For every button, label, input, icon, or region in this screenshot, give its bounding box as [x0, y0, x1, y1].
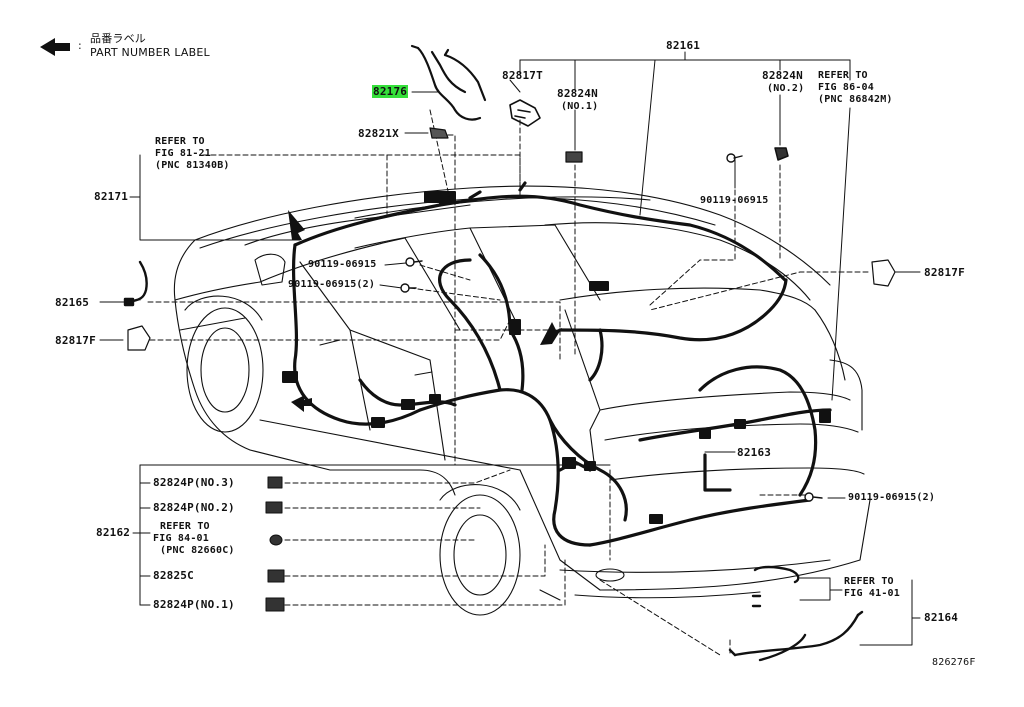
part-82164-label[interactable]: 82164 [924, 611, 959, 624]
vehicle-outline-icon [173, 185, 871, 616]
clip-82817f-right-icon [871, 259, 896, 287]
bolt-90119-rear-label[interactable]: 90119-06915(2) [848, 492, 936, 503]
part-82824n-no1-qualifier: (NO.1) [561, 101, 599, 112]
harness-82164-icon [728, 565, 864, 662]
bolt-90119-upper-label[interactable]: 90119-06915 [700, 195, 769, 206]
bolt-icon [400, 153, 823, 502]
part-82176-label[interactable]: 82176 [372, 85, 409, 98]
harness-82176-icon [410, 44, 487, 121]
refer-8121-line1: REFER TO [155, 136, 205, 147]
part-82171-label[interactable]: 82171 [94, 190, 129, 203]
clip-82817f-left-icon [127, 325, 151, 351]
refer-8401-line1: REFER TO [160, 521, 210, 532]
part-82161-label[interactable]: 82161 [666, 39, 701, 52]
part-82817f-right-label[interactable]: 82817F [924, 266, 965, 279]
part-82825c-label[interactable]: 82825C [153, 569, 194, 582]
refer-4101-line1: REFER TO [844, 576, 894, 587]
part-82824n-no1-label[interactable]: 82824N [557, 87, 598, 100]
part-82821x-label[interactable]: 82821X [358, 127, 399, 140]
part-82163-label[interactable]: 82163 [737, 446, 772, 459]
part-82165-label[interactable]: 82165 [55, 296, 90, 309]
part-82824p-no1-label[interactable]: 82824P(NO.1) [153, 598, 235, 611]
part-82162-label[interactable]: 82162 [96, 526, 131, 539]
legend-japanese-label: 品番ラベル [90, 32, 146, 45]
part-82824n-no2-qualifier: (NO.2) [767, 83, 805, 94]
part-82824n-no2-label[interactable]: 82824N [762, 69, 803, 82]
clip-82817t-icon [509, 99, 541, 127]
refer-8604-line3: (PNC 86842M) [818, 94, 893, 105]
bolt-90119-mid1-label[interactable]: 90119-06915 [308, 259, 377, 270]
part-82817f-left-label[interactable]: 82817F [55, 334, 96, 347]
part-82824p-no2-label[interactable]: 82824P(NO.2) [153, 501, 235, 514]
legend-colon: : [78, 39, 82, 52]
clip-82821x-icon [429, 127, 449, 139]
refer-4101-line2[interactable]: FIG 41-01 [844, 588, 900, 599]
refer-8604-line1: REFER TO [818, 70, 868, 81]
arrow-left-icon [40, 38, 70, 56]
refer-8401-line2[interactable]: FIG 84-01 [153, 533, 209, 544]
refer-8121-line3: (PNC 81340B) [155, 160, 230, 171]
figure-code-label: 826276F [932, 657, 976, 668]
harness-82165-icon [123, 260, 148, 307]
refer-8401-line3: (PNC 82660C) [160, 545, 235, 556]
part-82824p-no3-label[interactable]: 82824P(NO.3) [153, 476, 235, 489]
refer-8604-line2[interactable]: FIG 86-04 [818, 82, 874, 93]
refer-8121-line2[interactable]: FIG 81-21 [155, 148, 211, 159]
bolt-90119-mid2-label[interactable]: 90119-06915(2) [288, 279, 376, 290]
grommet-82824n-no1-icon [565, 151, 583, 163]
grommet-icon [265, 476, 285, 612]
legend-english-label: PART NUMBER LABEL [90, 46, 210, 59]
part-82817t-label[interactable]: 82817T [502, 69, 543, 82]
clip-82824n-no2-icon [774, 147, 789, 161]
